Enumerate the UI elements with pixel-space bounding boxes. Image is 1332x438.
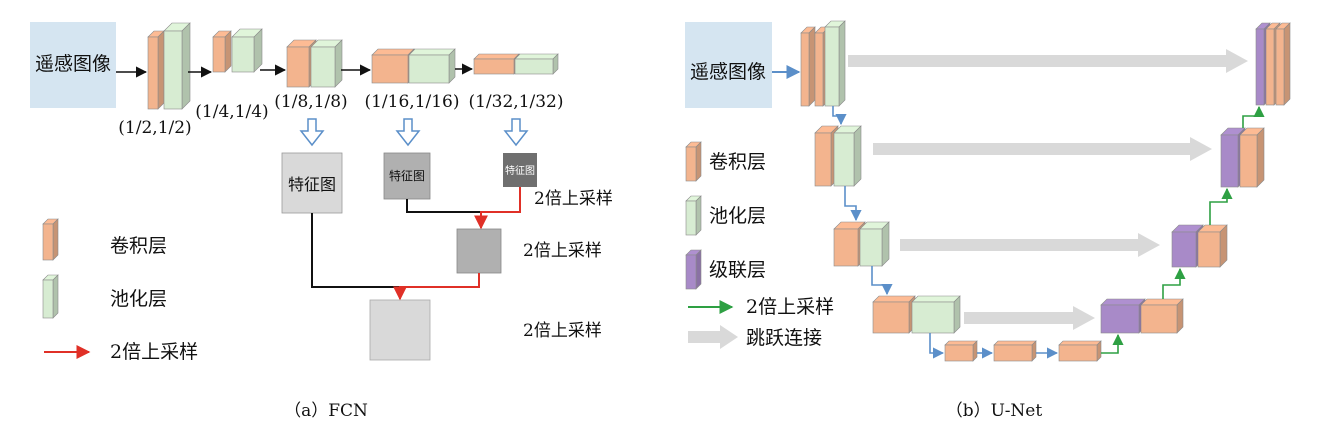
fcn-pool-block bbox=[231, 28, 263, 73]
unet-panel: 遥感图像 卷积层 池化层 级联层 2倍上采样 跳跃连接 （b）U-Net bbox=[685, 20, 1291, 421]
fcn-panel: 遥感图像 (1/2,1/2) (1/4,1/4) (1/8,1/8) (1/16… bbox=[30, 22, 613, 421]
fcn-pool-block bbox=[408, 48, 456, 84]
unet-legend-skip-arrow bbox=[688, 325, 738, 349]
fcn-pool-block bbox=[514, 53, 559, 75]
fcn-down-arrow-3 bbox=[503, 118, 529, 147]
unet-arrows bbox=[832, 105, 1265, 359]
fcn-feature-map-large bbox=[281, 152, 343, 214]
fcn-legend-pool-label: 池化层 bbox=[110, 288, 167, 310]
unet-skip-arrow-1 bbox=[848, 49, 1248, 73]
unet-conv-block bbox=[1239, 127, 1265, 188]
unet-conv-block bbox=[1140, 298, 1184, 334]
fcn-upsample-arrow-2 bbox=[393, 273, 480, 301]
unet-caption: （b）U-Net bbox=[946, 401, 1043, 421]
unet-legend-skip-label: 跳跃连接 bbox=[746, 327, 822, 349]
unet-skip-connections bbox=[848, 49, 1248, 330]
fcn-pool-block bbox=[163, 22, 191, 110]
unet-skip-arrow-3 bbox=[900, 233, 1160, 257]
unet-downsample-arrow bbox=[871, 266, 893, 296]
fcn-skip-line-1 bbox=[406, 199, 481, 213]
unet-concat-block bbox=[1100, 298, 1146, 334]
fcn-conv-block bbox=[473, 53, 520, 75]
fcn-legend-conv-label: 卷积层 bbox=[110, 235, 167, 257]
unet-legend-concat-icon bbox=[685, 249, 702, 290]
fcn-down-arrow-1 bbox=[299, 118, 325, 147]
fcn-pool-block bbox=[310, 39, 343, 88]
unet-upsample-arrow bbox=[1162, 267, 1186, 299]
fcn-legend-upsample-label: 2倍上采样 bbox=[110, 341, 198, 363]
unet-pool-block bbox=[859, 221, 890, 267]
fcn-scale-5: (1/32,1/32) bbox=[468, 92, 563, 112]
unet-blocks bbox=[800, 20, 1291, 362]
unet-legend-pool-label: 池化层 bbox=[709, 205, 766, 227]
fcn-legend-icons bbox=[42, 218, 59, 319]
unet-legend-upsample-label: 2倍上采样 bbox=[746, 296, 834, 318]
fcn-upsample-arrow-1 bbox=[474, 187, 521, 230]
fcn-conv-block bbox=[212, 30, 232, 73]
unet-pool-block bbox=[824, 20, 846, 107]
fcn-feature-map-medium bbox=[383, 152, 431, 200]
unet-input-label: 遥感图像 bbox=[690, 61, 766, 83]
unet-downsample-arrow bbox=[832, 106, 847, 126]
fcn-scale-1: (1/2,1/2) bbox=[118, 118, 191, 138]
fcn-legend-conv-icon bbox=[42, 218, 59, 261]
unet-conv-block bbox=[800, 26, 816, 107]
unet-skip-arrow-2 bbox=[873, 137, 1212, 161]
fcn-scale-2: (1/4,1/4) bbox=[195, 102, 268, 122]
unet-conv-block bbox=[1275, 22, 1291, 106]
fcn-upsample-label-3: 2倍上采样 bbox=[523, 321, 602, 341]
unet-upsample-arrow bbox=[1242, 105, 1265, 128]
fcn-encoder-blocks bbox=[147, 22, 559, 110]
unet-skip-arrow-4 bbox=[964, 306, 1095, 330]
unet-conv-block bbox=[1058, 340, 1102, 362]
fcn-upsampled-map-1 bbox=[456, 228, 502, 274]
unet-legend-conv-icon bbox=[685, 141, 702, 182]
unet-downsample-arrow bbox=[929, 333, 945, 359]
unet-legend-conv-label: 卷积层 bbox=[709, 151, 766, 173]
unet-downsample-arrow bbox=[844, 186, 862, 222]
fcn-scale-3: (1/8,1/8) bbox=[274, 92, 347, 112]
fcn-input-box bbox=[30, 22, 116, 108]
unet-legend-icons bbox=[685, 141, 702, 290]
unet-conv-block bbox=[993, 340, 1037, 362]
fcn-encoder-arrows bbox=[116, 63, 474, 78]
fcn-legend-pool-icon bbox=[42, 274, 59, 319]
unet-conv-block bbox=[944, 340, 978, 362]
fcn-scale-4: (1/16,1/16) bbox=[364, 92, 459, 112]
fcn-down-arrow-2 bbox=[395, 118, 421, 147]
fcn-feature-map-small bbox=[503, 153, 537, 187]
fcn-feature-map-medium-label: 特征图 bbox=[389, 168, 425, 183]
fcn-feature-map-large-label: 特征图 bbox=[288, 175, 336, 194]
fcn-skip-line-2 bbox=[311, 213, 400, 288]
unet-pool-block bbox=[911, 295, 961, 334]
unet-pool-block bbox=[833, 125, 862, 187]
fcn-upsample-label-1: 2倍上采样 bbox=[534, 189, 613, 209]
unet-upsample-arrow bbox=[1101, 333, 1124, 354]
unet-upsample-arrow bbox=[1209, 187, 1233, 225]
unet-legend-concat-label: 级联层 bbox=[709, 259, 766, 281]
unet-conv-block bbox=[872, 295, 916, 334]
fcn-feature-map-small-label: 特征图 bbox=[505, 165, 535, 177]
fcn-upsample-label-2: 2倍上采样 bbox=[523, 241, 602, 261]
fcn-conv-block bbox=[371, 48, 415, 84]
unet-legend-pool-icon bbox=[685, 195, 702, 236]
fcn-input-label: 遥感图像 bbox=[35, 53, 111, 75]
fcn-caption: （a）FCN bbox=[284, 401, 368, 421]
unet-input-box bbox=[685, 22, 772, 108]
fcn-conv-block bbox=[147, 30, 165, 110]
fcn-upsampled-map-2 bbox=[369, 299, 431, 361]
unet-conv-block bbox=[1197, 224, 1228, 268]
